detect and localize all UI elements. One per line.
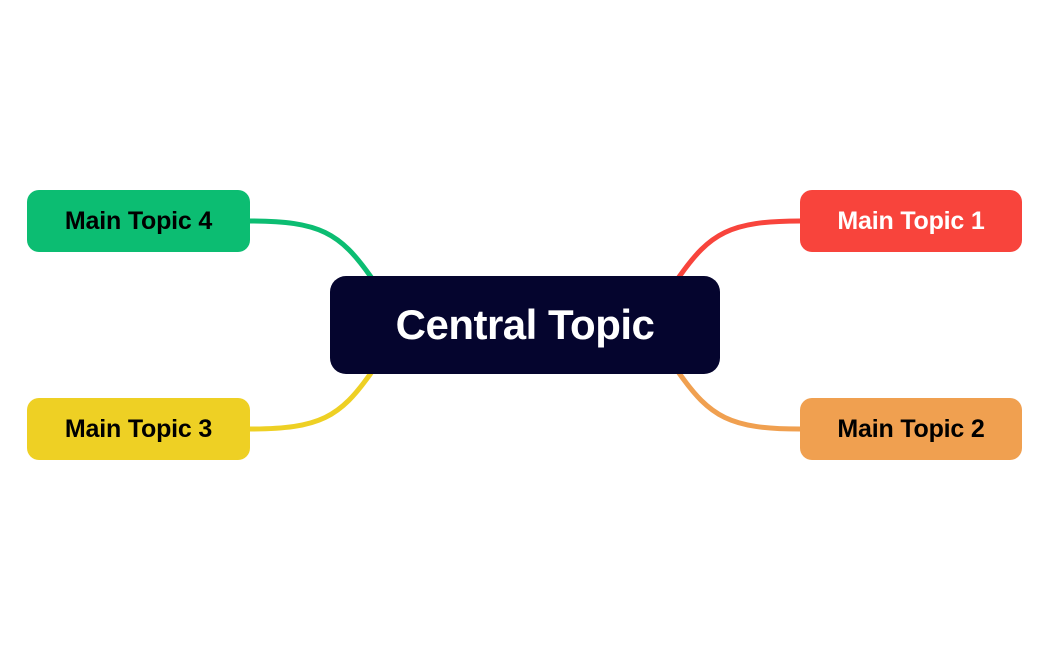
- branch-node-topic-2[interactable]: Main Topic 2: [800, 398, 1022, 460]
- branch-node-topic-3[interactable]: Main Topic 3: [27, 398, 250, 460]
- central-topic-node[interactable]: Central Topic: [330, 276, 720, 374]
- central-topic-label: Central Topic: [395, 301, 655, 348]
- branch-label-topic-2: Main Topic 2: [837, 414, 985, 443]
- branch-label-topic-1: Main Topic 1: [837, 206, 985, 235]
- branch-node-topic-1[interactable]: Main Topic 1: [800, 190, 1022, 252]
- connector-central-to-topic-2: [676, 370, 803, 432]
- branch-label-topic-3: Main Topic 3: [64, 414, 213, 443]
- connector-central-to-topic-3: [247, 370, 374, 432]
- branch-node-topic-4[interactable]: Main Topic 4: [27, 190, 250, 252]
- branch-label-topic-4: Main Topic 4: [64, 206, 213, 235]
- connector-central-to-topic-4: [247, 218, 374, 280]
- connector-central-to-topic-1: [676, 218, 803, 280]
